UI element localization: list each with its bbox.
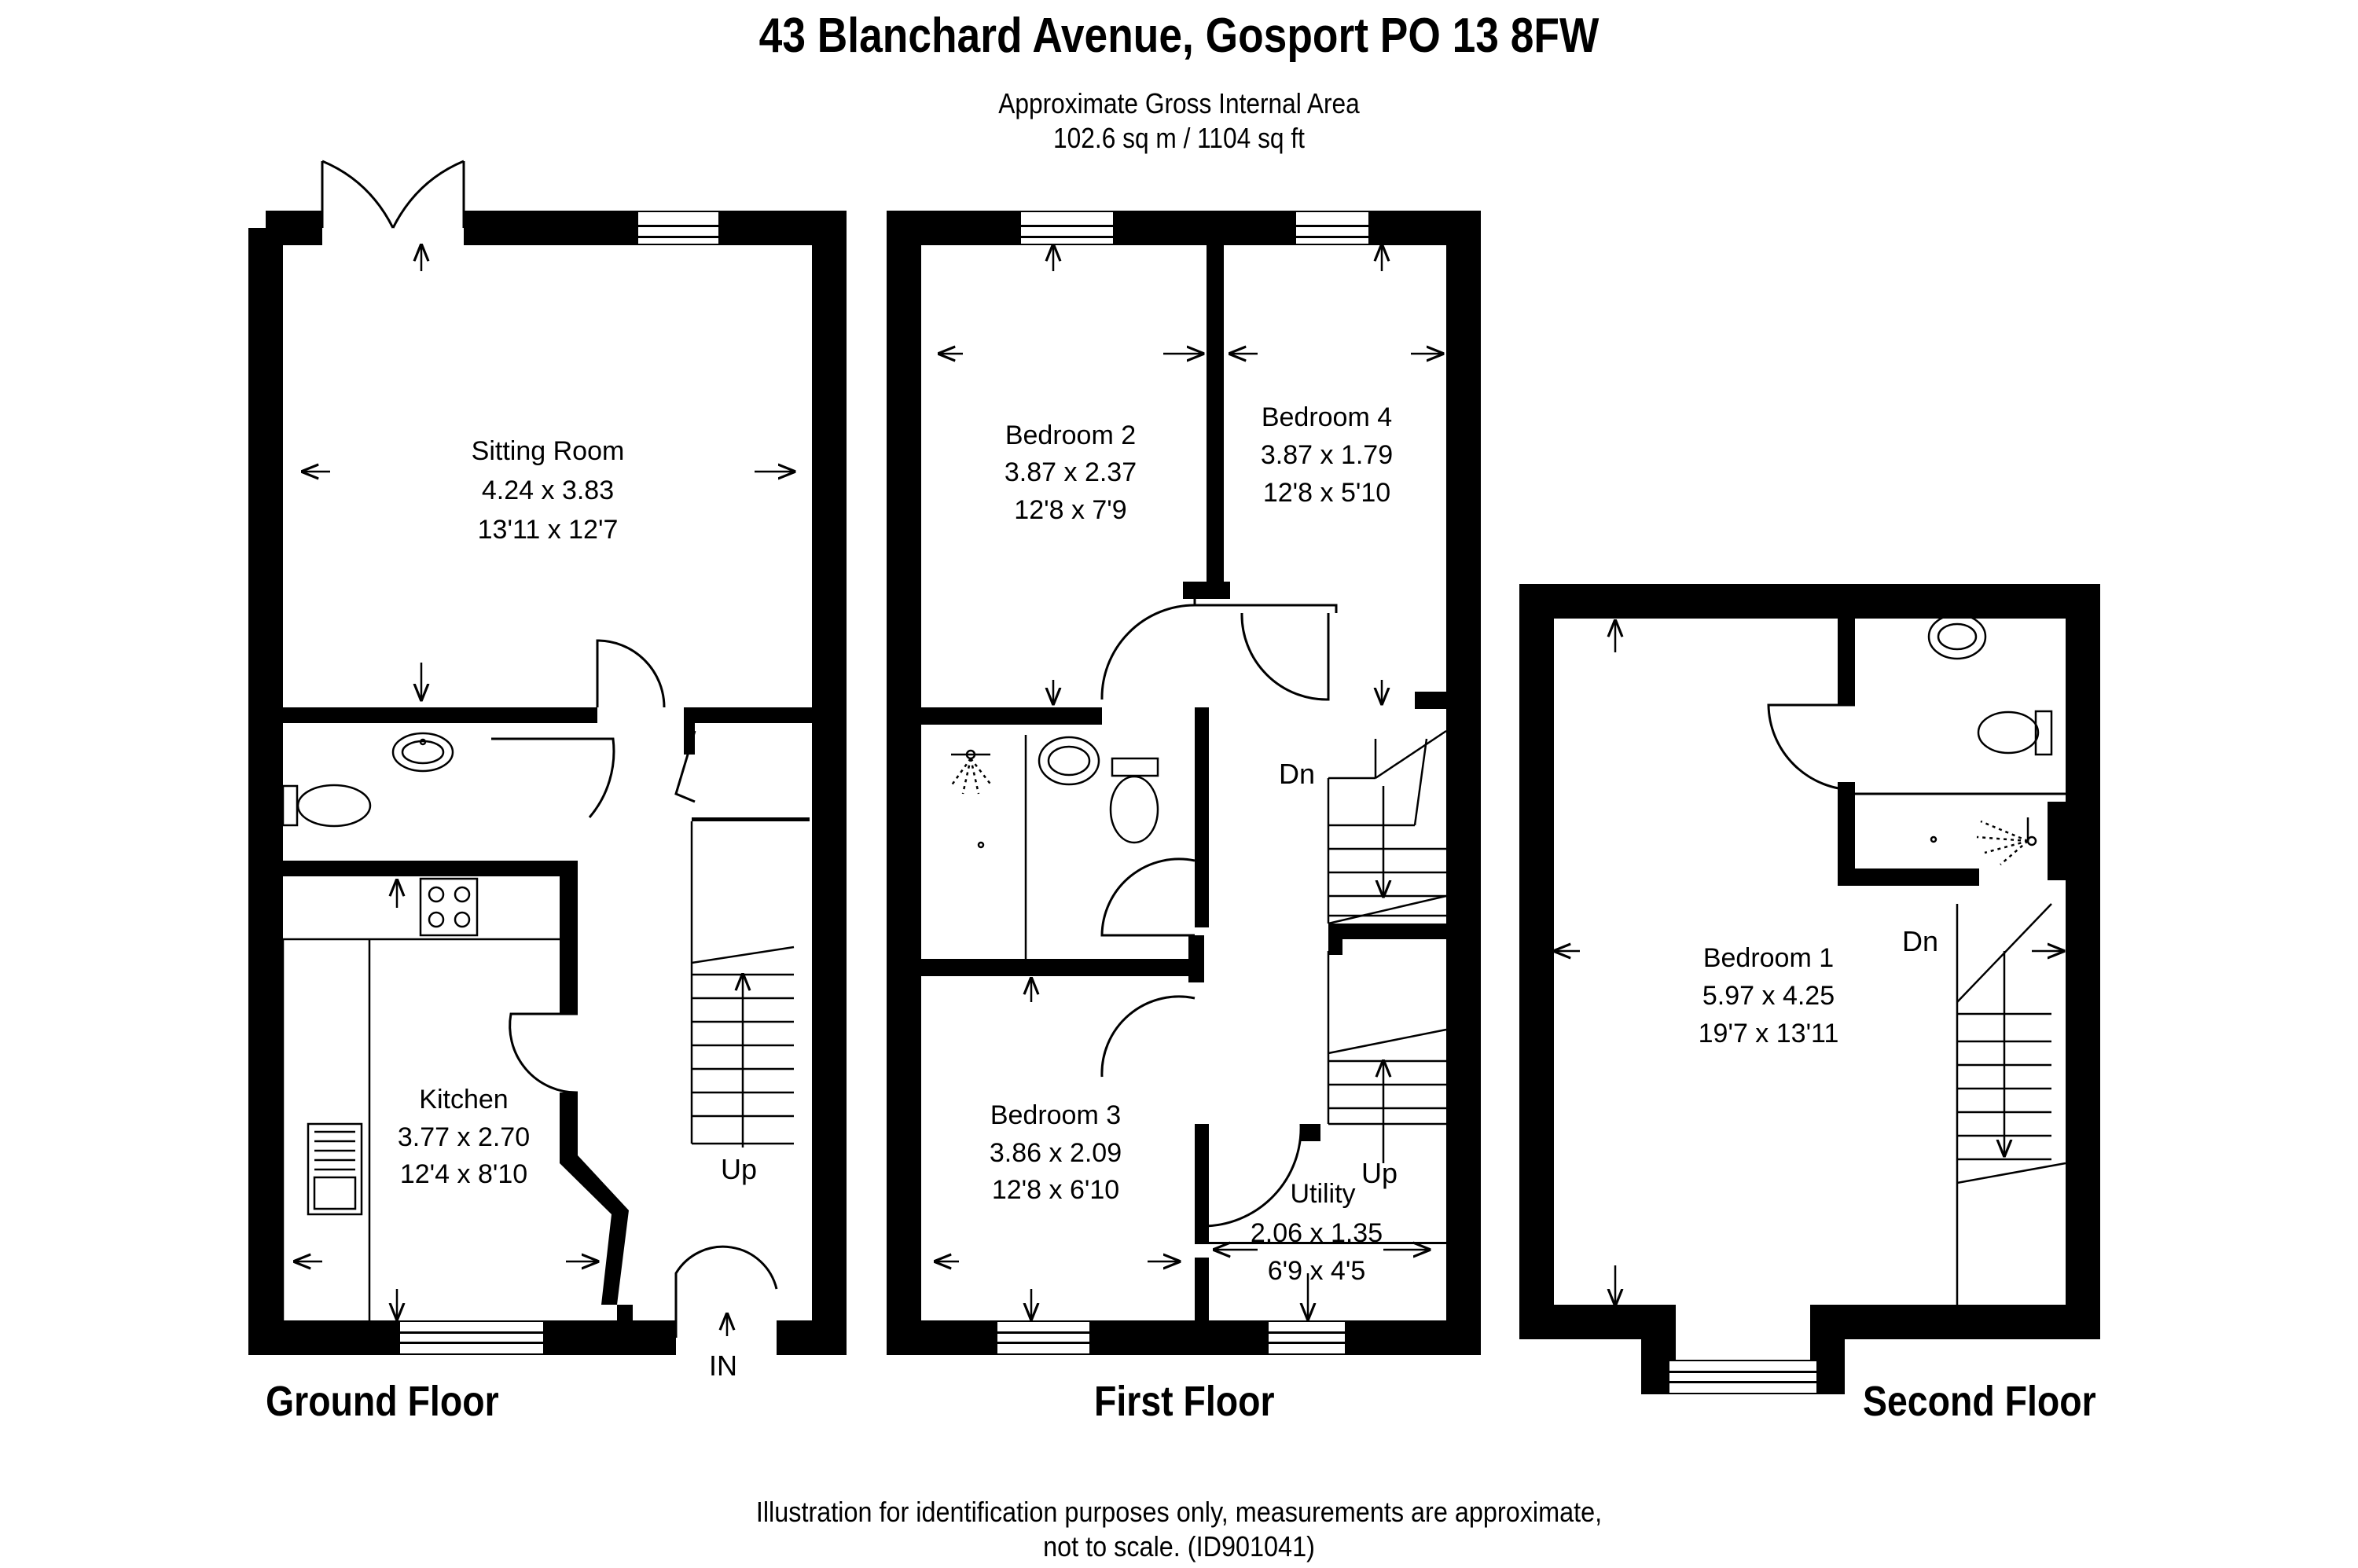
kitchen-sink-icon	[307, 1122, 363, 1216]
first-bathroom-fixtures	[949, 735, 1159, 959]
room-imperial: 19'7 x 13'11	[1699, 1019, 1839, 1048]
bedroom-2-label: Bedroom 2 3.87 x 2.37 12'8 x 7'9	[1005, 420, 1137, 525]
room-imperial: 6'9 x 4'5	[1268, 1256, 1366, 1286]
area-value: 102.6 sq m / 1104 sq ft	[1053, 122, 1305, 154]
second-floor-outer-wall	[1519, 584, 2100, 1394]
room-metric: 5.97 x 4.25	[1702, 981, 1835, 1011]
room-name: Kitchen	[419, 1085, 508, 1114]
ground-floor-internal-walls	[283, 707, 829, 1338]
room-imperial: 12'4 x 8'10	[400, 1159, 527, 1189]
room-name: Bedroom 3	[990, 1100, 1121, 1130]
room-metric: 2.06 x 1.35	[1251, 1218, 1383, 1248]
ground-wc-fixtures	[281, 732, 454, 828]
first-floor-outer-wall	[887, 211, 1481, 1355]
area-caption: Approximate Gross Internal Area	[998, 87, 1360, 119]
ground-floor-plan	[248, 160, 847, 1355]
hob-icon	[419, 877, 479, 937]
second-stairs-down-label: Dn	[1902, 925, 1938, 957]
room-imperial: 12'8 x 5'10	[1263, 478, 1390, 508]
disclaimer: Illustration for identification purposes…	[118, 1495, 2240, 1564]
second-floor-stairs	[1956, 903, 2066, 1305]
room-name: Bedroom 2	[1005, 420, 1136, 450]
bedroom-4-label: Bedroom 4 3.87 x 1.79 12'8 x 5'10	[1261, 402, 1393, 508]
room-name: Utility	[1290, 1179, 1355, 1209]
first-floor-stairs-down	[1327, 729, 1447, 925]
kitchen-label: Kitchen 3.77 x 2.70 12'4 x 8'10	[398, 1085, 530, 1189]
room-name: Bedroom 4	[1262, 402, 1392, 432]
entrance-label: IN	[709, 1350, 737, 1382]
property-address: 43 Blanchard Avenue, Gosport PO 13 8FW	[758, 9, 1600, 63]
bedroom-1-label: Bedroom 1 5.97 x 4.25 19'7 x 13'11	[1699, 943, 1839, 1048]
room-imperial: 13'11 x 12'7	[478, 515, 619, 545]
first-stairs-down-label: Dn	[1279, 758, 1315, 790]
room-imperial: 12'8 x 6'10	[992, 1175, 1119, 1205]
utility-label: Utility 2.06 x 1.35 6'9 x 4'5	[1251, 1179, 1383, 1286]
room-labels: Sitting Room 4.24 x 3.83 13'11 x 12'7 Ki…	[398, 402, 1938, 1382]
room-metric: 3.87 x 1.79	[1261, 440, 1393, 470]
ensuite-fixtures	[1927, 613, 2053, 865]
second-floor-plan	[1519, 584, 2100, 1394]
first-floor-internal-walls	[921, 245, 1446, 1338]
second-floor-label: Second Floor	[1863, 1378, 2096, 1425]
sitting-room-label: Sitting Room 4.24 x 3.83 13'11 x 12'7	[472, 436, 625, 545]
second-floor-internal-walls	[1838, 619, 2067, 886]
first-stairs-up-label: Up	[1361, 1157, 1398, 1189]
bedroom-3-label: Bedroom 3 3.86 x 2.09 12'8 x 6'10	[990, 1100, 1122, 1205]
disclaimer-line-2: not to scale. (ID901041)	[1043, 1530, 1315, 1562]
ground-floor-label: Ground Floor	[266, 1378, 499, 1425]
room-imperial: 12'8 x 7'9	[1014, 495, 1126, 525]
first-floor-plan	[887, 211, 1481, 1355]
ground-stairs-up-label: Up	[721, 1153, 757, 1185]
room-metric: 3.86 x 2.09	[990, 1138, 1122, 1168]
room-metric: 3.87 x 2.37	[1005, 457, 1137, 487]
ground-floor-stairs	[690, 817, 810, 1148]
room-metric: 3.77 x 2.70	[398, 1122, 530, 1152]
first-floor-label: First Floor	[1094, 1378, 1275, 1425]
disclaimer-line-1: Illustration for identification purposes…	[755, 1496, 1603, 1528]
room-metric: 4.24 x 3.83	[482, 476, 614, 505]
room-name: Bedroom 1	[1703, 943, 1834, 973]
french-doors	[321, 160, 465, 229]
room-name: Sitting Room	[472, 436, 625, 466]
first-floor-stairs-up	[1327, 951, 1447, 1163]
gross-internal-area: Approximate Gross Internal Area 102.6 sq…	[141, 86, 2217, 156]
